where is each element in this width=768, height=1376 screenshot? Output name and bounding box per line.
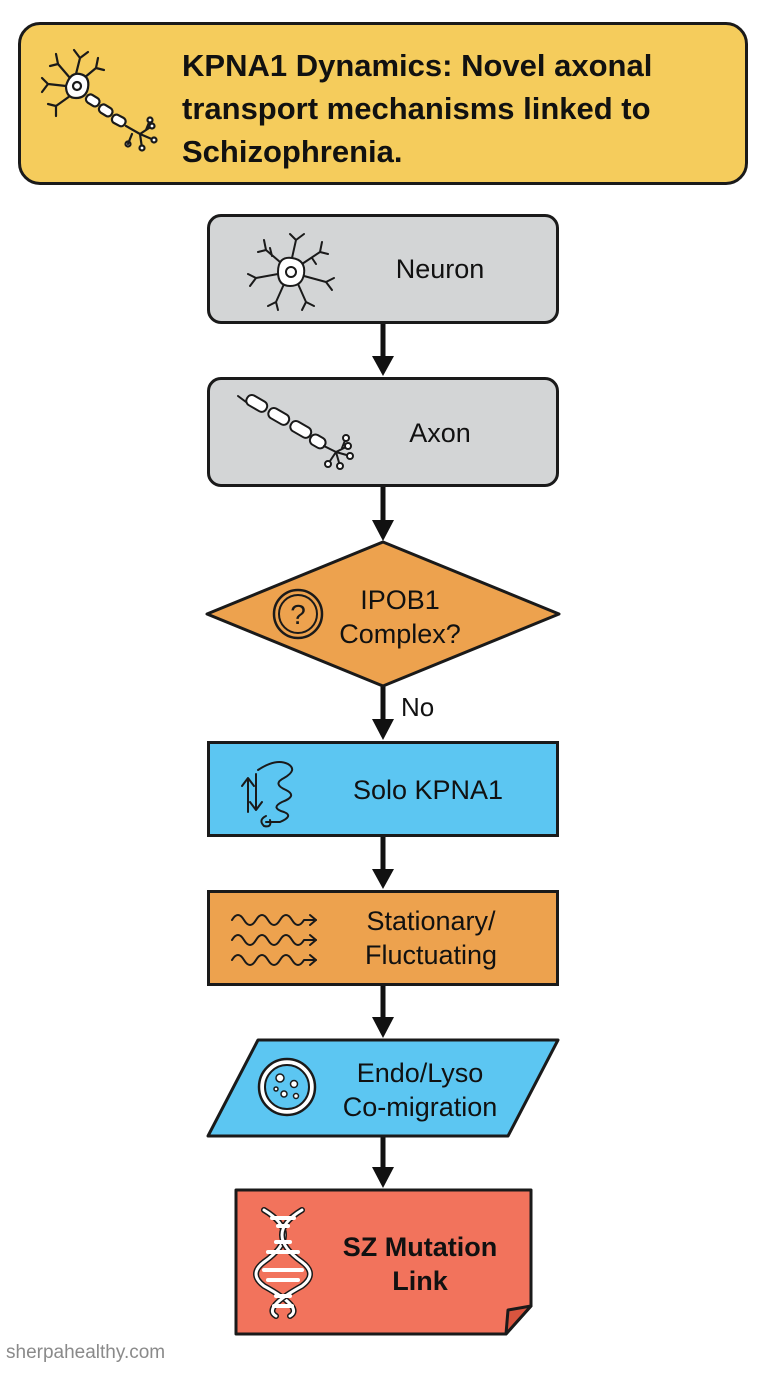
endo-lyso-label-line1: Endo/Lyso [356,1058,484,1088]
axon-node [207,377,559,487]
decision-node [205,540,561,688]
waves-icon [231,914,317,966]
axon-icon [237,394,354,470]
endo-lyso-label-line2: Co-migration [342,1092,498,1122]
dna-icon [253,1207,313,1319]
page-title: KPNA1 Dynamics: Novel axonal transport m… [182,48,653,169]
arrow-decision-to-solo [372,686,394,740]
stationary-label-line1: Stationary/ [366,906,496,936]
solo-kpna1-label: Solo KPNA1 [352,775,504,805]
sz-mutation-label-line2: Link [392,1266,448,1296]
neuron-node [207,214,559,324]
stationary-label-line2: Fluctuating [364,940,498,970]
decision-label-line2: Complex? [339,619,461,649]
watermark: sherpahealthy.com [6,1342,166,1363]
sz-mutation-node [234,1188,533,1336]
neuron-label: Neuron [395,254,485,284]
endo-lyso-label: Endo/Lyso Co-migration [320,1056,520,1124]
axon-label: Axon [409,418,471,448]
decision-label: IPOB1 Complex? [320,583,480,651]
arrow-stationary-to-endo [372,986,394,1038]
sz-mutation-label: SZ Mutation Link [320,1230,520,1298]
stationary-label: Stationary/ Fluctuating [326,904,536,972]
arrow-neuron-to-axon [372,324,394,376]
no-edge-label: No [401,692,435,722]
sz-mutation-label-line1: SZ Mutation [342,1232,498,1262]
arrow-endo-to-sz [372,1136,394,1188]
neuron-icon [247,233,335,311]
protein-icon [241,761,294,828]
svg-text:?: ? [290,599,306,630]
title-banner [18,22,748,185]
arrow-axon-to-decision [372,487,394,541]
question-icon: ? [272,588,324,640]
arrow-solo-to-stationary [372,837,394,889]
cell-icon [257,1057,317,1117]
decision-label-line1: IPOB1 [360,585,440,615]
solo-kpna1-node [207,741,559,837]
neuron-axon-icon [40,48,158,152]
